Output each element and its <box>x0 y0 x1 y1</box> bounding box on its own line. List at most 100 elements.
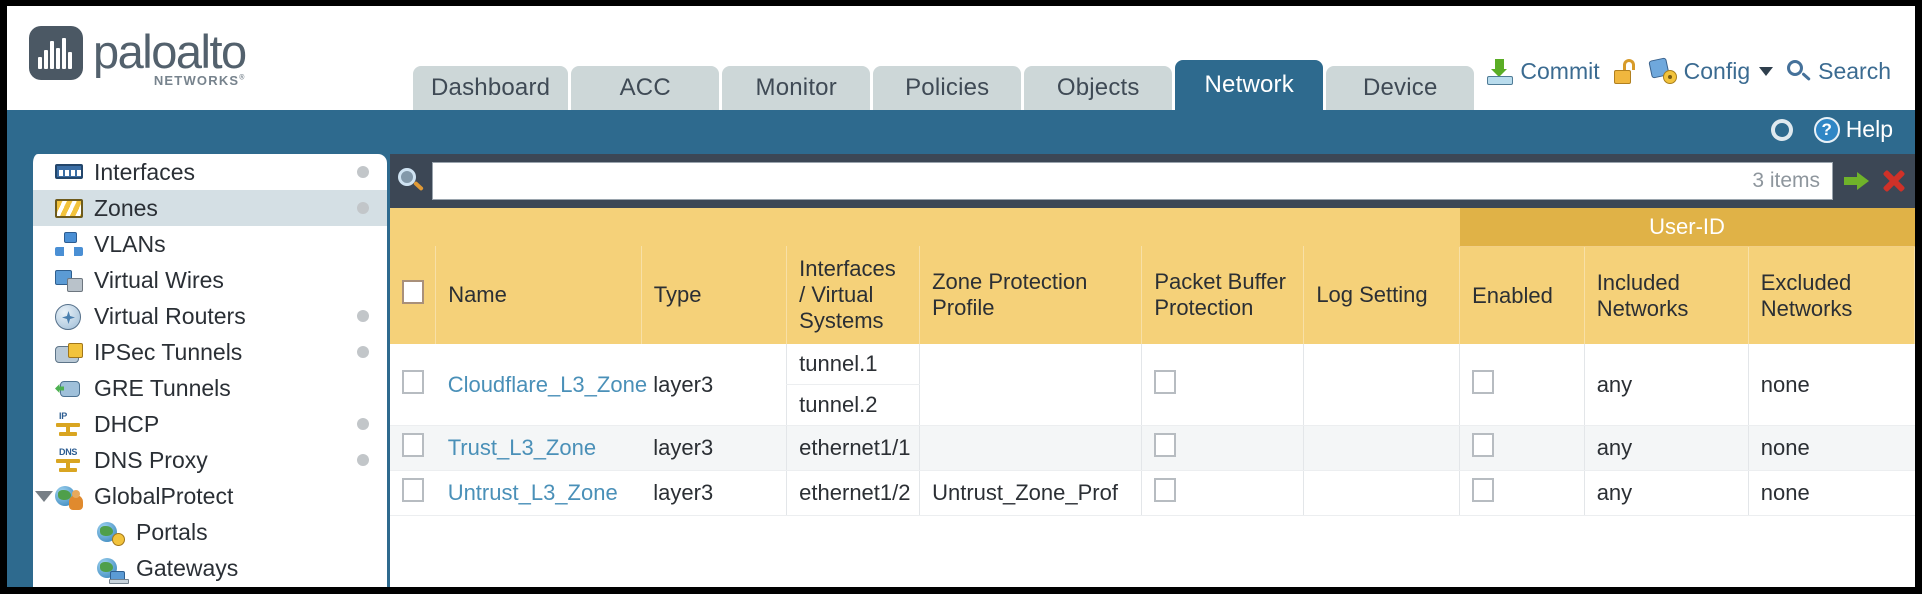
select-all-checkbox[interactable] <box>402 280 424 305</box>
group-header-spacer <box>390 208 1460 247</box>
sidebar-item-portals[interactable]: Portals <box>33 514 387 550</box>
search-row: 3 items <box>390 154 1915 208</box>
cell-interface: ethernet1/1 <box>786 425 921 472</box>
sidebar-item-label: Portals <box>136 518 208 545</box>
cell-excluded-networks: none <box>1747 344 1915 427</box>
cell-packet-buffer-protection <box>1141 344 1304 427</box>
tab-objects[interactable]: Objects <box>1024 66 1173 110</box>
zone-link[interactable]: Trust_L3_Zone <box>447 435 597 461</box>
refresh-icon[interactable] <box>1770 118 1796 142</box>
filter-search-icon <box>398 168 424 194</box>
column-header-type[interactable]: Type <box>641 246 788 345</box>
userid-enabled-checkbox[interactable] <box>1472 433 1495 458</box>
cell-type: layer3 <box>641 344 787 427</box>
unlock-button[interactable] <box>1613 59 1636 84</box>
cell-packet-buffer-protection <box>1141 470 1304 517</box>
cell-name: Cloudflare_L3_Zone <box>435 344 647 427</box>
search-icon <box>1787 59 1811 84</box>
cell-included-networks: any <box>1583 425 1749 472</box>
sidebar-item-label: Virtual Routers <box>94 302 246 329</box>
sidebar-item-status-dot <box>357 418 369 430</box>
tab-network[interactable]: Network <box>1175 60 1324 110</box>
commit-label: Commit <box>1520 58 1600 84</box>
sidebar-item-ipsec-tunnels[interactable]: IPSec Tunnels <box>33 334 387 370</box>
sidebar-item-virtual-routers[interactable]: Virtual Routers <box>33 298 387 334</box>
sidebar-item-gateways[interactable]: Gateways <box>33 550 387 586</box>
apply-filter-button[interactable] <box>1841 166 1871 196</box>
sidebar-item-zones[interactable]: Zones <box>33 190 387 226</box>
userid-enabled-checkbox[interactable] <box>1472 478 1495 503</box>
brand-tagline: NETWORKS® <box>93 73 246 88</box>
tab-monitor[interactable]: Monitor <box>722 66 871 110</box>
cell-name: Trust_L3_Zone <box>435 425 642 472</box>
cell-type: layer3 <box>641 425 787 472</box>
userid-enabled-checkbox[interactable] <box>1472 369 1495 394</box>
row-checkbox[interactable] <box>402 478 424 503</box>
zone-link[interactable]: Cloudflare_L3_Zone <box>447 371 648 397</box>
commit-button[interactable]: Commit <box>1487 58 1600 85</box>
cell-zone-protection-profile <box>919 425 1142 472</box>
row-checkbox[interactable] <box>402 369 424 394</box>
group-header-user-id: User-ID <box>1459 208 1915 247</box>
column-header-included-networks[interactable]: Included Networks <box>1584 246 1749 345</box>
paloalto-logo-mark-icon <box>29 26 83 80</box>
config-menu-button[interactable]: Config <box>1647 57 1774 85</box>
zone-link[interactable]: Untrust_L3_Zone <box>447 480 618 506</box>
search-input[interactable] <box>433 163 1753 199</box>
config-wrench-icon <box>1647 57 1677 84</box>
cell-type: layer3 <box>641 470 787 517</box>
clear-filter-button[interactable] <box>1879 166 1909 196</box>
sidebar-item-virtual-wires[interactable]: Virtual Wires <box>33 262 387 298</box>
tab-dashboard[interactable]: Dashboard <box>413 66 569 110</box>
items-count: 3 items <box>1752 169 1820 192</box>
column-header-log-setting[interactable]: Log Setting <box>1303 246 1461 345</box>
tab-device[interactable]: Device <box>1326 66 1475 110</box>
brand-trademark: ® <box>239 74 246 82</box>
row-checkbox[interactable] <box>402 433 424 458</box>
sidebar-item-label: GRE Tunnels <box>94 374 231 401</box>
column-header-packet-buffer-protection[interactable]: Packet Buffer Protection <box>1141 246 1305 345</box>
cell-interface: tunnel.1 <box>786 344 921 386</box>
sidebar-item-vlans[interactable]: VLANs <box>33 226 387 262</box>
column-header-enabled[interactable]: Enabled <box>1459 246 1585 345</box>
brand-name: paloalto <box>93 25 247 78</box>
column-header-interfaces-virtual-systems[interactable]: Interfaces / Virtual Systems <box>786 246 921 345</box>
packet-buffer-protection-checkbox[interactable] <box>1154 369 1177 394</box>
sidebar-item-label: DNS Proxy <box>94 446 208 473</box>
help-question-icon: ? <box>1813 116 1840 143</box>
cell-interface: tunnel.2 <box>786 384 921 427</box>
packet-buffer-protection-checkbox[interactable] <box>1154 433 1177 458</box>
help-button[interactable]: ? Help <box>1813 116 1893 143</box>
column-header-name[interactable]: Name <box>435 246 642 345</box>
sidebar-item-interfaces[interactable]: Interfaces <box>33 154 387 190</box>
expander-triangle-icon[interactable] <box>35 491 53 502</box>
gre-tunnels-icon <box>55 375 85 401</box>
packet-buffer-protection-checkbox[interactable] <box>1154 478 1177 503</box>
search-box[interactable]: 3 items <box>432 162 1833 200</box>
ipsec-tunnels-icon <box>55 339 85 365</box>
sidebar-item-status-dot <box>357 310 369 322</box>
column-header-excluded-networks[interactable]: Excluded Networks <box>1748 246 1915 345</box>
table-row[interactable]: tunnel.2 <box>390 384 1915 427</box>
sidebar-item-gre-tunnels[interactable]: GRE Tunnels <box>33 370 387 406</box>
sidebar-item-label: Virtual Wires <box>94 266 224 293</box>
dhcp-icon: IP <box>55 411 85 437</box>
search-button[interactable]: Search <box>1787 58 1891 85</box>
unlock-icon <box>1613 59 1636 84</box>
column-header-zone-protection-profile[interactable]: Zone Protection Profile <box>919 246 1143 345</box>
cell-zone-protection-profile: Untrust_Zone_Prof <box>919 470 1142 517</box>
sidebar-item-globalprotect[interactable]: GlobalProtect <box>33 478 387 514</box>
sidebar-item-label: VLANs <box>94 230 166 257</box>
tab-acc[interactable]: ACC <box>571 66 720 110</box>
tab-policies[interactable]: Policies <box>873 66 1022 110</box>
cell-excluded-networks: none <box>1747 425 1915 472</box>
chevron-down-icon <box>1759 67 1774 76</box>
